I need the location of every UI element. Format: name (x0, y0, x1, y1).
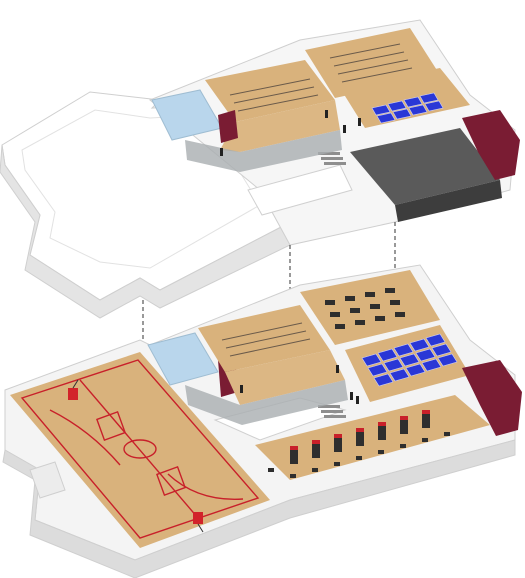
upper-stair-opening (247, 164, 353, 216)
lower-treadmill-area (255, 395, 490, 480)
basketball-hoop-icon (193, 512, 204, 533)
lower-corridor (225, 350, 345, 405)
lower-glass-partition (185, 380, 348, 425)
upper-maroon-column (218, 110, 238, 143)
person-figure-icon (240, 365, 359, 404)
treadmill-icon (356, 428, 364, 446)
weight-machines (325, 288, 405, 329)
upper-blue-mats (371, 92, 444, 124)
workstation-desk-icon (229, 43, 413, 112)
lower-pool-room (147, 332, 219, 386)
upper-lounge (340, 68, 470, 128)
upper-corridor-floor (220, 100, 340, 152)
treadmill-icon (312, 440, 320, 458)
lower-workstation-area (198, 305, 330, 372)
lower-maroon-storage (462, 360, 522, 436)
stair-icon (318, 152, 346, 165)
treadmill-icon (400, 416, 408, 434)
stair-icon (318, 405, 346, 418)
treadmill-icon (378, 422, 386, 440)
workstation-desk-icon (221, 322, 311, 357)
basketball-hoop-icon (68, 379, 79, 400)
treadmill-icon (334, 434, 342, 452)
court-lines (20, 359, 260, 539)
treadmill-row (290, 410, 430, 464)
upper-glass-partition (185, 130, 342, 172)
person-figure-icon (220, 110, 361, 156)
exercise-bikes-row (268, 432, 450, 478)
treadmill-icon (290, 446, 298, 464)
upper-workstation-area (205, 60, 335, 122)
upper-maroon-storage (462, 110, 520, 180)
treadmill-icon (422, 410, 430, 428)
upper-dark-studio (350, 128, 500, 205)
lower-storage-box (29, 461, 66, 499)
lower-blue-mats (361, 333, 458, 387)
upper-level (0, 19, 520, 319)
lower-level (2, 264, 522, 578)
upper-dark-studio-wall (395, 180, 502, 222)
